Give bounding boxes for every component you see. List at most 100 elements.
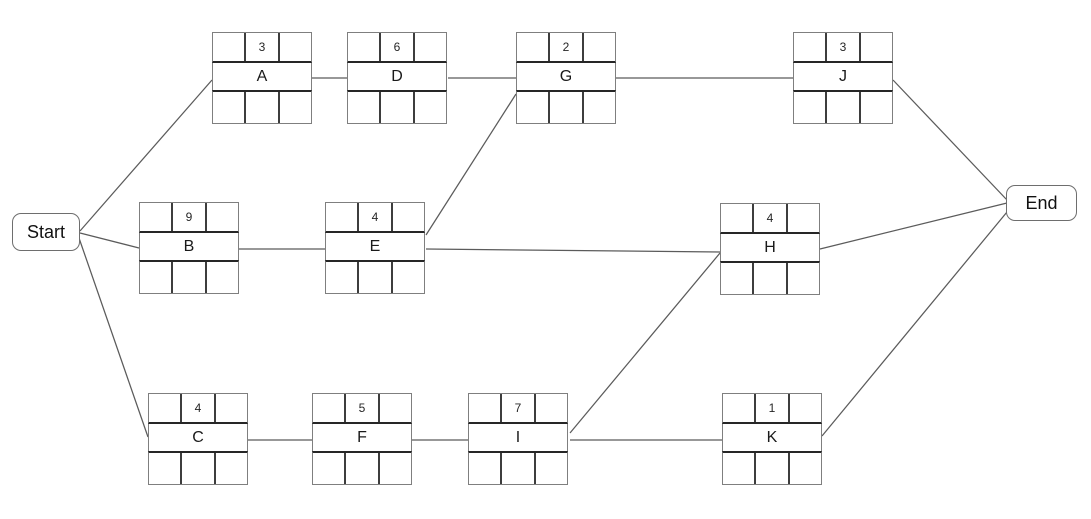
activity-label: D: [347, 63, 447, 90]
activity-label: J: [793, 63, 893, 90]
edge-Start-A: [79, 79, 213, 232]
slack-cell: [548, 92, 582, 123]
ef-cell: [412, 33, 446, 61]
ls-cell: [213, 92, 245, 123]
lf-cell: [213, 453, 247, 484]
top-row: 5: [312, 393, 412, 424]
activity-label: K: [722, 424, 822, 451]
top-row: 2: [516, 32, 616, 63]
bottom-row: [347, 90, 447, 124]
start-node[interactable]: Start: [12, 213, 80, 251]
bottom-row: [468, 451, 568, 485]
bottom-row: [325, 260, 425, 294]
ef-cell: [787, 394, 821, 422]
top-row: 4: [720, 203, 820, 234]
activity-label: B: [139, 233, 239, 260]
ef-cell: [581, 33, 615, 61]
lf-cell: [858, 92, 892, 123]
edge-I-H: [569, 252, 721, 434]
duration-cell: 5: [344, 394, 378, 422]
es-cell: [213, 33, 245, 61]
bottom-row: [312, 451, 412, 485]
ef-cell: [213, 394, 247, 422]
edge-E-G: [425, 93, 517, 236]
bottom-row: [212, 90, 312, 124]
lf-cell: [377, 453, 411, 484]
top-row: 9: [139, 202, 239, 233]
es-cell: [721, 204, 753, 232]
bottom-row: [139, 260, 239, 294]
lf-cell: [412, 92, 446, 123]
bottom-row: [148, 451, 248, 485]
top-row: 6: [347, 32, 447, 63]
ls-cell: [313, 453, 345, 484]
top-row: 1: [722, 393, 822, 424]
activity-label: I: [468, 424, 568, 451]
edge-Start-B: [79, 232, 140, 249]
activity-label: F: [312, 424, 412, 451]
ls-cell: [723, 453, 755, 484]
ef-cell: [204, 203, 238, 231]
duration-cell: 3: [825, 33, 859, 61]
lf-cell: [785, 263, 819, 294]
lf-cell: [204, 262, 238, 293]
top-row: 4: [325, 202, 425, 233]
duration-cell: 4: [752, 204, 786, 232]
bottom-row: [793, 90, 893, 124]
es-cell: [469, 394, 501, 422]
lf-cell: [787, 453, 821, 484]
edge-J-End: [892, 79, 1008, 201]
duration-cell: 6: [379, 33, 413, 61]
bottom-row: [516, 90, 616, 124]
duration-cell: 1: [754, 394, 788, 422]
edge-K-End: [821, 211, 1008, 437]
slack-cell: [752, 263, 786, 294]
edge-E-H: [425, 248, 721, 253]
es-cell: [794, 33, 826, 61]
activity-label: C: [148, 424, 248, 451]
top-row: 4: [148, 393, 248, 424]
es-cell: [149, 394, 181, 422]
activity-label: H: [720, 234, 820, 261]
lf-cell: [581, 92, 615, 123]
ls-cell: [326, 262, 358, 293]
bottom-row: [722, 451, 822, 485]
es-cell: [348, 33, 380, 61]
slack-cell: [379, 92, 413, 123]
ls-cell: [794, 92, 826, 123]
ef-cell: [390, 203, 424, 231]
duration-cell: 3: [244, 33, 278, 61]
es-cell: [140, 203, 172, 231]
slack-cell: [180, 453, 214, 484]
slack-cell: [344, 453, 378, 484]
ef-cell: [277, 33, 311, 61]
top-row: 3: [793, 32, 893, 63]
ls-cell: [149, 453, 181, 484]
lf-cell: [533, 453, 567, 484]
bottom-row: [720, 261, 820, 295]
es-cell: [326, 203, 358, 231]
duration-cell: 4: [357, 203, 391, 231]
duration-cell: 7: [500, 394, 534, 422]
slack-cell: [500, 453, 534, 484]
slack-cell: [825, 92, 859, 123]
ef-cell: [858, 33, 892, 61]
activity-label: G: [516, 63, 616, 90]
ef-cell: [533, 394, 567, 422]
lf-cell: [390, 262, 424, 293]
end-node[interactable]: End: [1006, 185, 1077, 221]
es-cell: [723, 394, 755, 422]
